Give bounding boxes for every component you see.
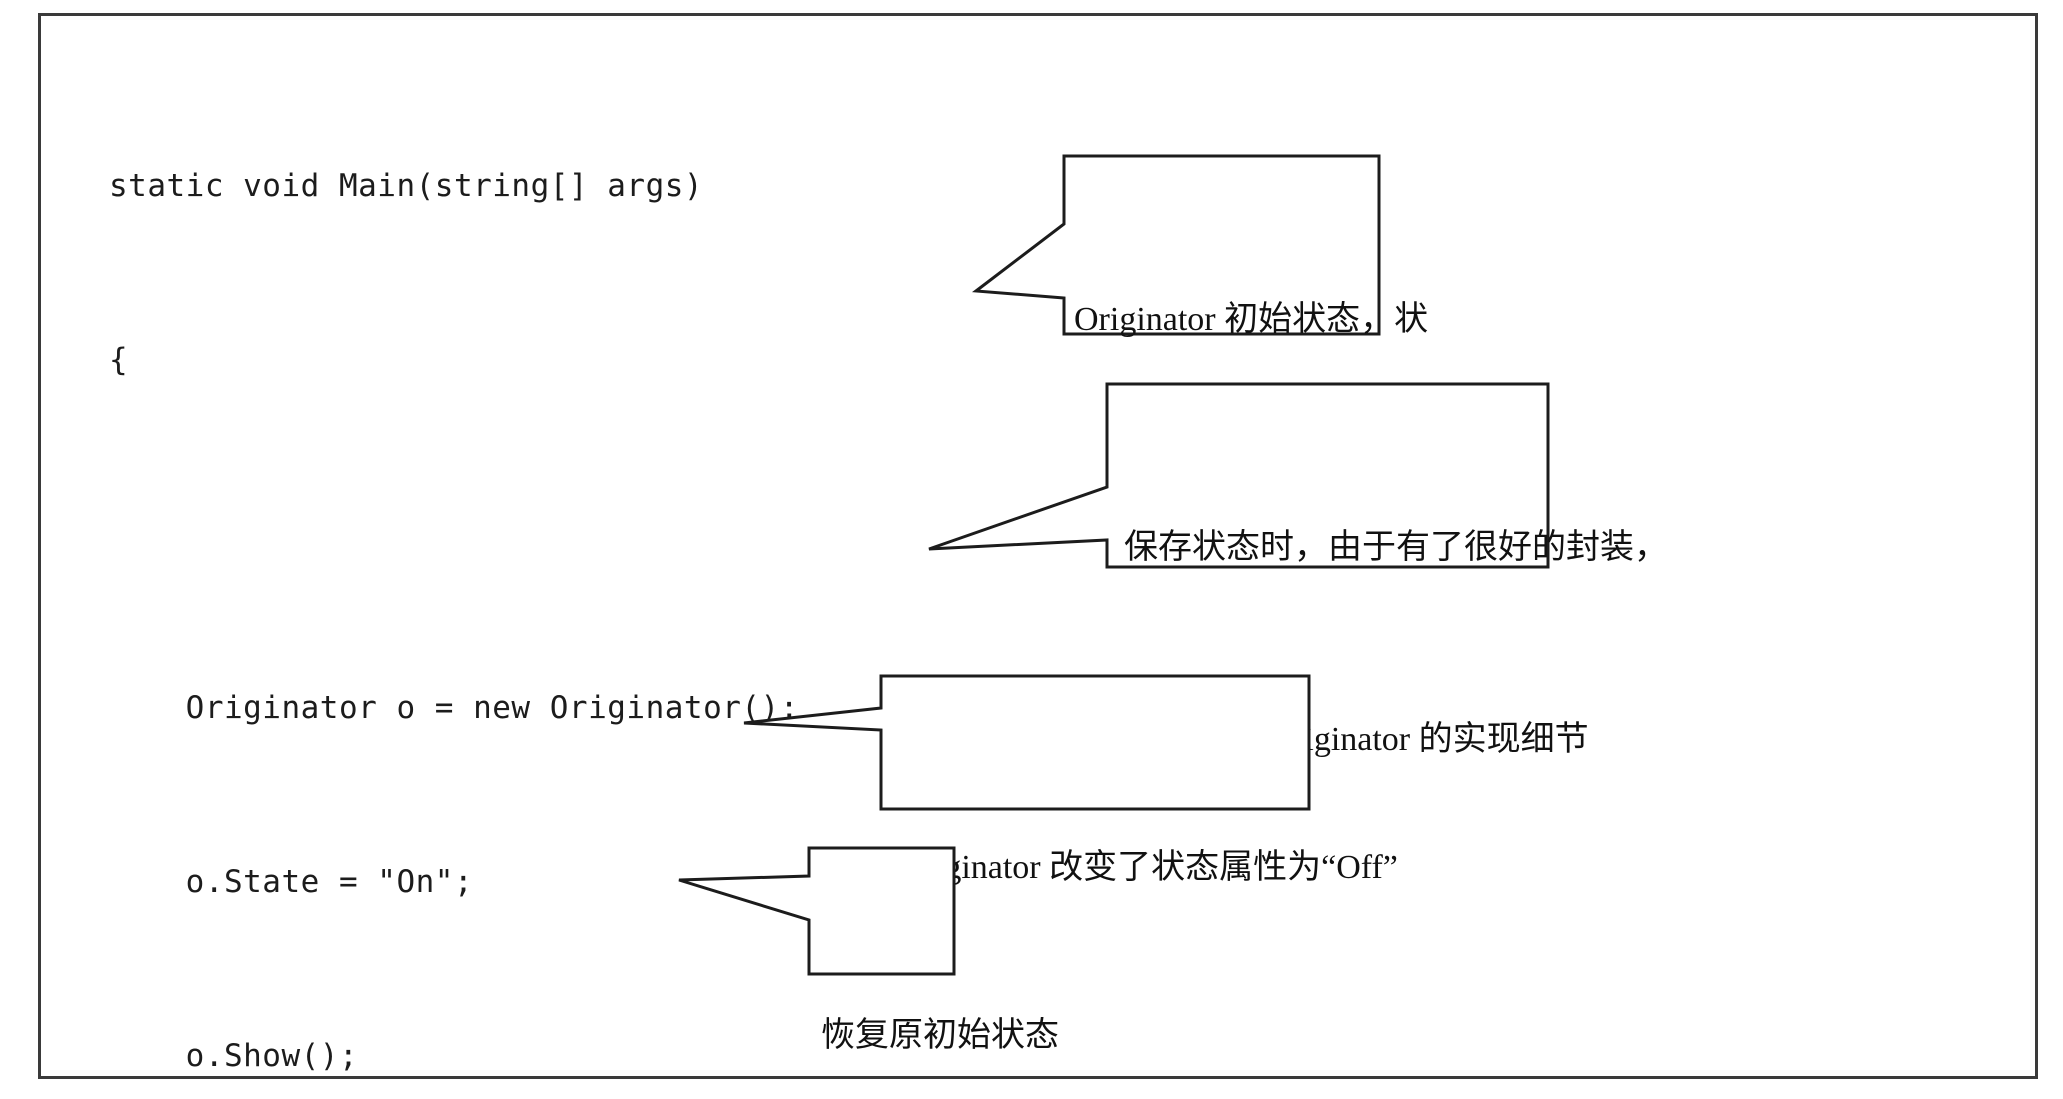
code-listing: static void Main(string[] args) { Origin… bbox=[109, 41, 799, 1099]
callout-4-outline bbox=[678, 846, 956, 976]
code-line: Originator o = new Originator(); bbox=[109, 690, 799, 726]
callout-2-line-1: 保存状态时，由于有了很好的封装， bbox=[1124, 529, 1668, 566]
callout-originator-changed-state: Originator 改变了状态属性为“Off” bbox=[731, 666, 1398, 886]
callout-4-shape bbox=[678, 846, 956, 976]
callout-1-shape bbox=[971, 154, 1381, 336]
callout-2-shape bbox=[928, 382, 1550, 569]
callout-1-line-1: Originator 初始状态，状 bbox=[1074, 301, 1429, 338]
callout-save-state-encapsulation: 保存状态时，由于有了很好的封装， 可以隐藏 Originator 的实现细节 bbox=[911, 374, 1668, 758]
code-line: static void Main(string[] args) bbox=[109, 168, 704, 204]
callout-3-outline bbox=[743, 674, 1311, 811]
callout-restore-initial-state: 恢复原初始状态 bbox=[669, 824, 1059, 1054]
callout-1-outline bbox=[971, 154, 1381, 336]
callout-4-line-1: 恢复原初始状态 bbox=[821, 1017, 1059, 1054]
code-line: o.State = "On"; bbox=[109, 864, 474, 900]
callout-2-outline bbox=[928, 382, 1550, 569]
callout-originator-initial-state: Originator 初始状态，状 态属性为“On” bbox=[961, 146, 1428, 530]
callout-4-text: 恢复原初始状态 bbox=[821, 876, 1101, 1099]
code-frame-border: static void Main(string[] args) { Origin… bbox=[38, 13, 2038, 1079]
code-line-blank bbox=[109, 505, 799, 563]
code-line: o.Show(); bbox=[109, 1038, 359, 1074]
callout-3-shape bbox=[743, 674, 1311, 811]
code-line: { bbox=[109, 342, 129, 378]
